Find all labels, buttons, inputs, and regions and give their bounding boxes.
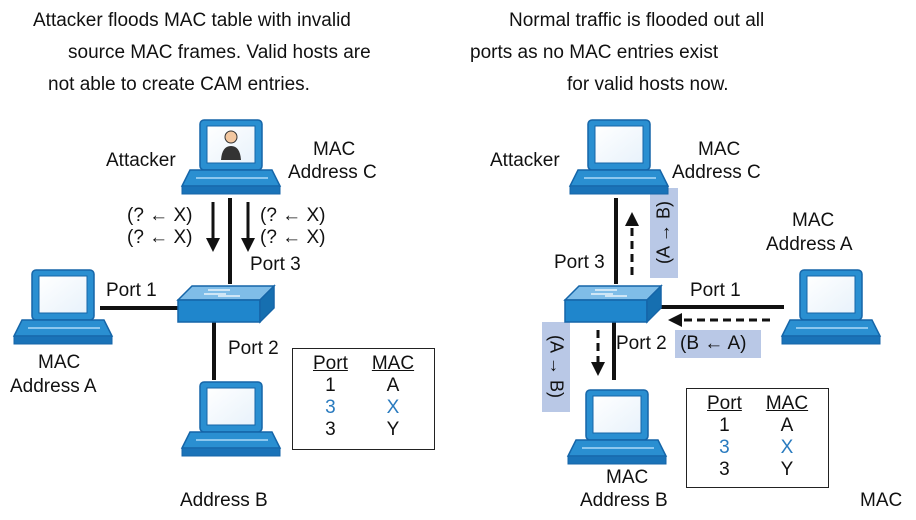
- table-row: 1 A: [695, 415, 820, 437]
- right-mac-b-line1: MAC: [606, 467, 649, 488]
- right-caption-line1: Normal traffic is flooded out all: [509, 10, 765, 31]
- right-table-cell: 3: [719, 459, 730, 480]
- left-port3-label: Port 3: [250, 254, 301, 275]
- right-mac-b-line2: Address B: [580, 490, 668, 511]
- right-flood-arrows: [591, 212, 770, 376]
- right-mac-c-line1: MAC: [698, 139, 741, 160]
- left-switch-icon: [177, 285, 275, 323]
- right-frame-up-box: [650, 188, 678, 278]
- right-frame-in-box: [675, 330, 761, 358]
- left-frame-label-1: (? ← X): [127, 205, 193, 226]
- left-pc-b-icon: [181, 381, 281, 457]
- right-frame-in-label: (B ← A): [680, 333, 747, 354]
- left-table-header-port: Port: [313, 353, 348, 374]
- left-mac-a-line1: MAC: [38, 352, 81, 373]
- right-cam-table: Port MAC 1 A 3 X 3 Y: [686, 388, 830, 488]
- left-frame-label-3: (? ← X): [260, 205, 326, 226]
- right-attacker-label: Attacker: [490, 150, 560, 171]
- left-caption-line2: source MAC frames. Valid hosts are: [68, 42, 371, 63]
- left-table-cell: 3: [325, 397, 336, 418]
- right-caption-line2: ports as no MAC entries exist: [470, 42, 719, 63]
- table-row: 3 X: [695, 437, 820, 459]
- right-frame-up-label: (A → B): [653, 201, 674, 265]
- right-attacker-computer-icon: [569, 119, 669, 195]
- right-pc-a-icon: [781, 269, 881, 345]
- right-port1-label: Port 1: [690, 280, 741, 301]
- right-table-cell: Y: [780, 459, 794, 480]
- left-table-header-mac: MAC: [371, 353, 415, 374]
- right-mac-a-line2: Address A: [766, 234, 853, 255]
- left-mac-c-line1: MAC: [313, 139, 356, 160]
- right-mac-a-line1: MAC: [792, 210, 835, 231]
- left-mac-a-line2: Address A: [10, 376, 97, 397]
- left-table-cell: 1: [325, 375, 336, 396]
- right-port3-label: Port 3: [554, 252, 605, 273]
- right-frame-down-label: (A → B): [546, 334, 567, 398]
- right-table-cell: 1: [719, 415, 730, 436]
- table-row: 3 Y: [695, 459, 820, 481]
- left-attack-arrows: [206, 202, 255, 252]
- left-attacker-computer-icon: [181, 119, 281, 195]
- right-table-header-port: Port: [707, 393, 742, 414]
- right-port2-label: Port 2: [616, 333, 667, 354]
- table-row: 1 A: [301, 375, 426, 397]
- table-row: 3 X: [301, 397, 426, 419]
- left-caption-line3: not able to create CAM entries.: [48, 74, 310, 95]
- left-table-cell: 3: [325, 419, 336, 440]
- right-caption-line3: for valid hosts now.: [567, 74, 729, 95]
- left-table-cell: Y: [386, 419, 400, 440]
- left-port1-label: Port 1: [106, 280, 157, 301]
- left-frame-label-2: (? ← X): [127, 227, 193, 248]
- right-table-cell: A: [780, 415, 794, 436]
- left-attacker-label: Attacker: [106, 150, 176, 171]
- table-row: 3 Y: [301, 419, 426, 441]
- left-frame-label-4: (? ← X): [260, 227, 326, 248]
- right-table-cell: X: [780, 437, 794, 458]
- left-mac-b-line2: Address B: [180, 490, 268, 511]
- left-mac-c-line2: Address C: [288, 162, 377, 183]
- left-table-cell: A: [386, 375, 400, 396]
- right-frame-down-box: [542, 322, 570, 412]
- left-table-cell: X: [386, 397, 400, 418]
- right-trailing-mac-label: MAC: [860, 490, 903, 511]
- left-links: [100, 198, 232, 380]
- left-cam-table: Port MAC 1 A 3 X 3 Y: [292, 348, 436, 450]
- right-switch-icon: [564, 285, 662, 323]
- right-table-cell: 3: [719, 437, 730, 458]
- right-pc-b-icon: [567, 389, 667, 465]
- right-links: [612, 198, 784, 380]
- right-mac-c-line2: Address C: [672, 162, 761, 183]
- left-pc-a-icon: [13, 269, 113, 345]
- right-table-header-mac: MAC: [765, 393, 809, 414]
- left-caption-line1: Attacker floods MAC table with invalid: [33, 10, 351, 31]
- left-port2-label: Port 2: [228, 338, 279, 359]
